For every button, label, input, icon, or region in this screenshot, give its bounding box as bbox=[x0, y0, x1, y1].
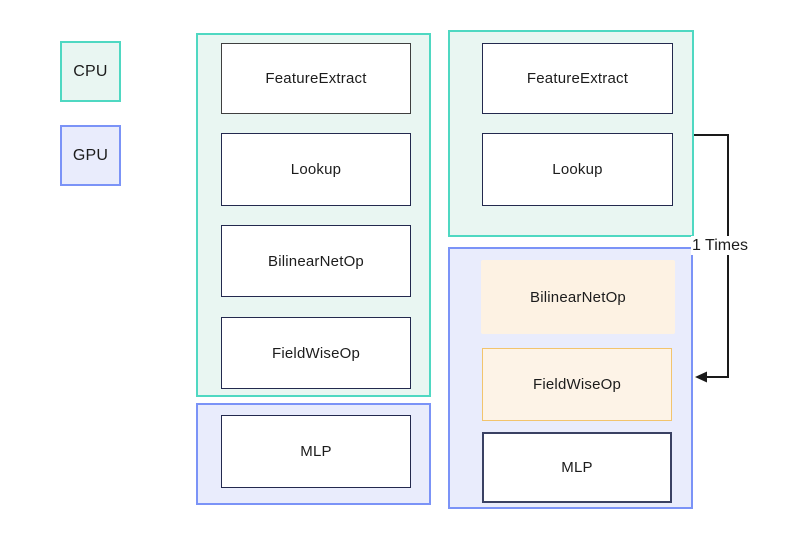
left-op-lookup: Lookup bbox=[221, 133, 411, 206]
loop-arrowhead bbox=[695, 371, 707, 383]
right-op-mlp: MLP bbox=[482, 432, 672, 503]
legend-gpu-label: GPU bbox=[72, 146, 109, 164]
left-op-fieldwiseop: FieldWiseOp bbox=[221, 317, 411, 389]
right-op-lookup: Lookup bbox=[482, 133, 673, 206]
op-label: BilinearNetOp bbox=[268, 252, 364, 270]
legend-cpu-swatch: CPU bbox=[60, 41, 121, 102]
op-label: MLP bbox=[300, 443, 332, 460]
right-op-bilinearnetop-highlighted: BilinearNetOp bbox=[481, 260, 675, 334]
right-op-featureextract: FeatureExtract bbox=[482, 43, 673, 114]
right-op-fieldwiseop-highlighted: FieldWiseOp bbox=[482, 348, 672, 421]
op-label: BilinearNetOp bbox=[530, 288, 626, 306]
op-label: FieldWiseOp bbox=[532, 376, 622, 393]
loop-count-label: 1 Times bbox=[691, 236, 751, 255]
left-op-mlp: MLP bbox=[221, 415, 411, 488]
left-op-featureextract: FeatureExtract bbox=[221, 43, 411, 114]
op-label: FeatureExtract bbox=[526, 70, 629, 87]
legend-cpu-label: CPU bbox=[73, 62, 108, 80]
left-op-bilinearnetop: BilinearNetOp bbox=[221, 225, 411, 297]
op-label: FeatureExtract bbox=[265, 70, 367, 87]
legend-gpu-swatch: GPU bbox=[60, 125, 121, 186]
op-label: FieldWiseOp bbox=[271, 344, 361, 362]
op-label: Lookup bbox=[552, 161, 603, 178]
op-label: MLP bbox=[561, 459, 593, 476]
op-label: Lookup bbox=[290, 161, 342, 178]
